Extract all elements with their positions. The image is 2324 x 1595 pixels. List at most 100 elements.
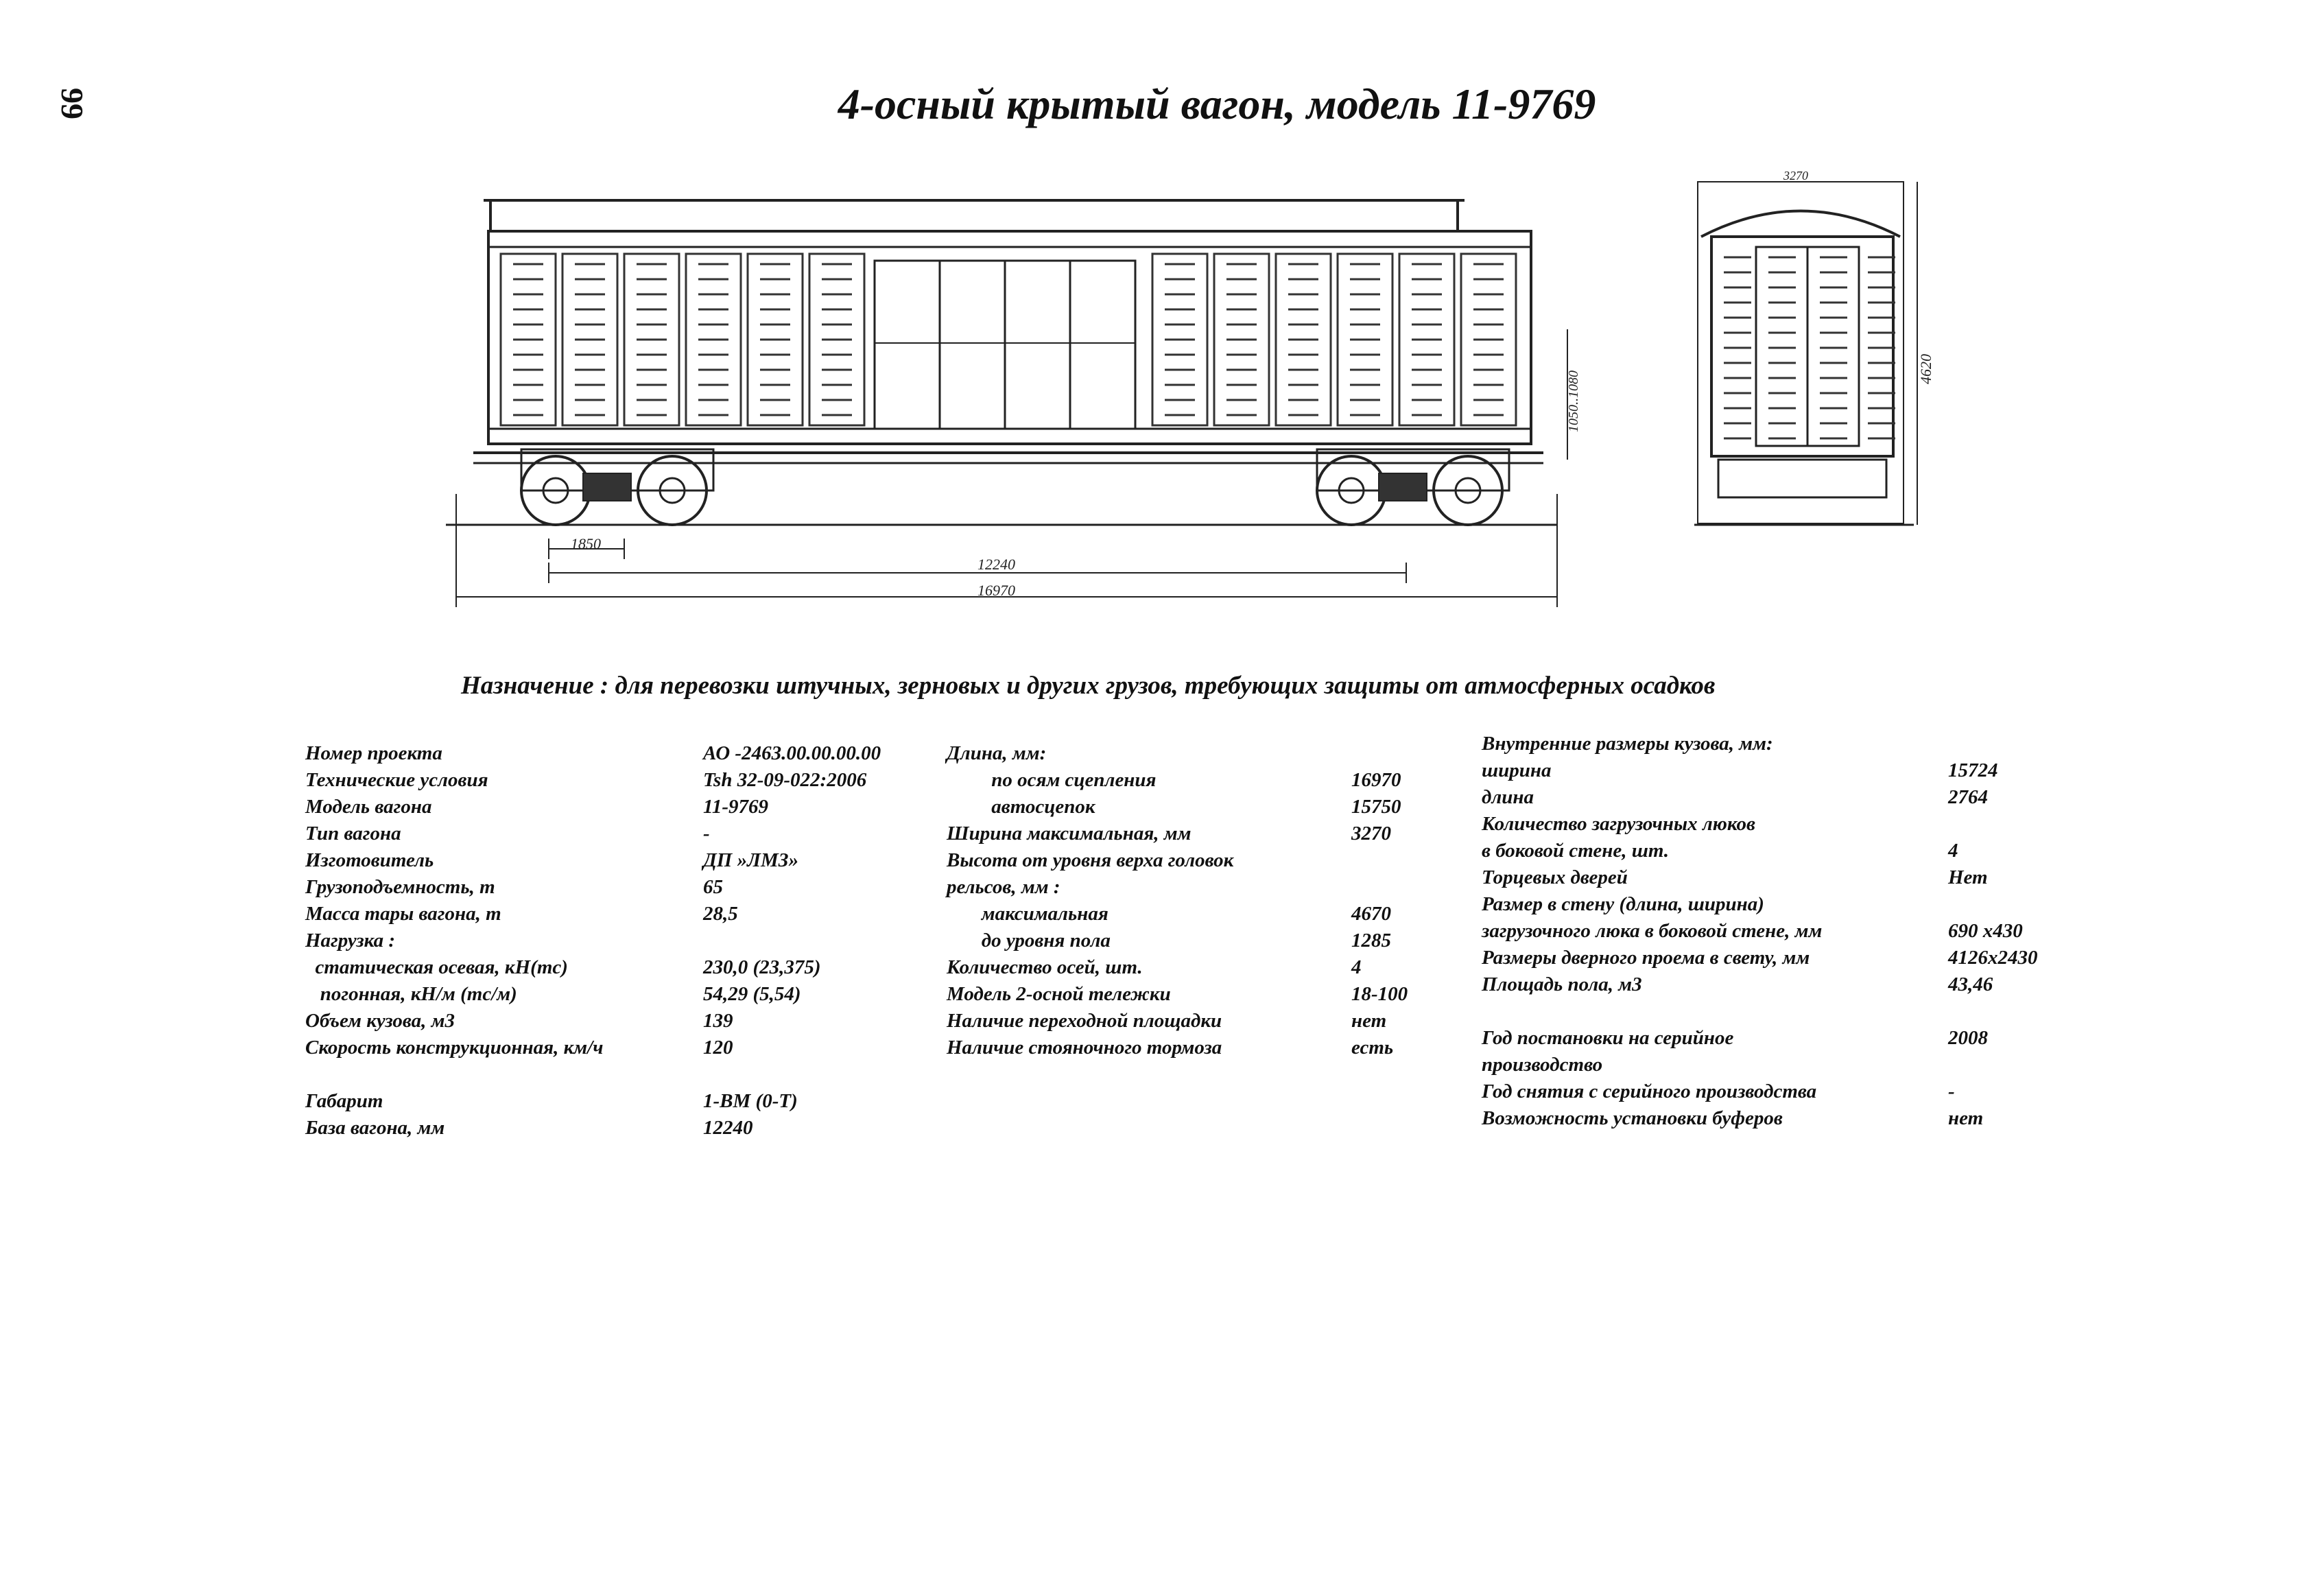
spec-row: погонная, кН/м (тс/м)54,29 (5,54)	[305, 983, 923, 1010]
spec-value: 28,5	[703, 903, 738, 925]
spec-label: статическая осевая, кН(тс)	[305, 956, 568, 978]
spec-row: Возможность установки буферов нет	[1482, 1107, 2099, 1134]
side-panel	[561, 252, 619, 427]
end-view-slats	[1724, 256, 1895, 440]
spec-value: 15750	[1351, 796, 1401, 818]
page-title: 4-осный крытый вагон, модель 11-9769	[838, 80, 1596, 128]
spec-label: Размеры дверного проема в свету, мм	[1482, 947, 1810, 969]
side-panel	[1274, 252, 1332, 427]
spec-label: Технические условия	[305, 769, 488, 791]
spec-label: по осям сцепления	[947, 769, 1157, 791]
spec-row: Внутренние размеры кузова, мм:	[1482, 733, 2099, 759]
spec-row: Объем кузова, м3 139	[305, 1010, 923, 1037]
spec-value: 2008	[1948, 1027, 1988, 1049]
spec-value: 690 х430	[1948, 920, 2023, 942]
side-panel	[1151, 252, 1209, 427]
spec-value: 16970	[1351, 769, 1401, 791]
spec-value: 65	[703, 876, 723, 898]
spec-label: Грузоподъемность, т	[305, 876, 495, 898]
spec-value: 12240	[703, 1117, 753, 1139]
spec-row: Модель вагона 11-9769	[305, 796, 923, 823]
side-panel	[1336, 252, 1394, 427]
spec-label: Габарит	[305, 1090, 383, 1112]
spec-label: Изготовитель	[305, 849, 434, 871]
spec-value: 18-100	[1351, 983, 1408, 1005]
spec-label: Год постановки на серийное	[1482, 1027, 1734, 1049]
spec-label: максимальная	[947, 903, 1108, 925]
spec-value: Нет	[1948, 866, 1988, 888]
end-view	[1694, 181, 1918, 526]
spec-row: Длина, мм:	[947, 742, 1468, 769]
side-view-panels	[499, 252, 1517, 427]
spec-value: 43,46	[1948, 973, 1993, 995]
spec-row: Наличие стояночного тормоза есть	[947, 1037, 1468, 1063]
side-panel	[1213, 252, 1270, 427]
spec-value: -	[1948, 1080, 1955, 1102]
spec-row: Технические условия Tsh 32-09-022:2006	[305, 769, 923, 796]
spec-row: Модель 2-осной тележки 18-100	[947, 983, 1468, 1010]
spec-label: Объем кузова, м3	[305, 1010, 455, 1032]
spec-label: Скорость конструкционная, км/ч	[305, 1037, 604, 1059]
spec-label: рельсов, мм :	[947, 876, 1060, 898]
spec-value: 230,0 (23,375)	[703, 956, 821, 978]
spec-value: 139	[703, 1010, 733, 1032]
dim-height: 4620	[1917, 354, 1934, 384]
spec-row: База вагона, мм 12240	[305, 1117, 923, 1144]
spec-value: -	[703, 823, 710, 844]
spec-row: автосцепок 15750	[947, 796, 1468, 823]
spec-label: в боковой стене, шт.	[1482, 840, 1670, 862]
spec-row: Наличие переходной площадки нет	[947, 1010, 1468, 1037]
spec-row: Изготовитель ДП »ЛМЗ»	[305, 849, 923, 876]
spec-label: Модель 2-осной тележки	[947, 983, 1171, 1005]
spec-row: Высота от уровня верха головок	[947, 849, 1468, 876]
spec-row: Размер в стену (длина, ширина)	[1482, 893, 2099, 920]
spec-label: Размер в стену (длина, ширина)	[1482, 893, 1764, 915]
dim-bogie-offset: 1850	[571, 535, 601, 552]
spec-value: нет	[1948, 1107, 1984, 1129]
spec-value: 1285	[1351, 930, 1391, 952]
spec-value: 11-9769	[703, 796, 769, 818]
spec-row: Количество загрузочных люков	[1482, 813, 2099, 840]
spec-row: в боковой стене, шт.4	[1482, 840, 2099, 866]
spec-label: Внутренние размеры кузова, мм:	[1482, 733, 1773, 755]
spec-label: Длина, мм:	[947, 742, 1047, 764]
spec-label: База вагона, мм	[305, 1117, 445, 1139]
spec-row	[305, 1063, 923, 1090]
wagon-drawing: 1850 12240 16970 1050..1080 4620 3270	[446, 169, 1934, 607]
side-view	[446, 199, 1568, 607]
side-panel	[1398, 252, 1456, 427]
spec-label: автосцепок	[947, 796, 1095, 818]
spec-value: ДП »ЛМЗ»	[703, 849, 799, 871]
spec-label: Возможность установки буферов	[1482, 1107, 1783, 1129]
side-panel	[1460, 252, 1517, 427]
spec-row: статическая осевая, кН(тс) 230,0 (23,375)	[305, 956, 923, 983]
spec-value: нет	[1351, 1010, 1387, 1032]
spec-label: Наличие стояночного тормоза	[947, 1037, 1222, 1059]
dim-base: 12240	[977, 556, 1015, 573]
spec-label: погонная, кН/м (тс/м)	[305, 983, 517, 1005]
spec-row: производство	[1482, 1054, 2099, 1080]
spec-label: Ширина максимальная, мм	[947, 823, 1191, 844]
spec-label: ширина	[1482, 759, 1552, 781]
spec-row: Габарит 1-ВМ (0-Т)	[305, 1090, 923, 1117]
spec-label: Наличие переходной площадки	[947, 1010, 1222, 1032]
spec-column-2: Длина, мм: по осям сцепления 16970 автосц…	[947, 742, 1468, 1063]
spec-value: есть	[1351, 1037, 1394, 1059]
purpose-line: Назначение : для перевозки штучных, зерн…	[461, 672, 1716, 700]
spec-value: Tsh 32-09-022:2006	[703, 769, 867, 791]
spec-value: 1-ВМ (0-Т)	[703, 1090, 798, 1112]
spec-label: длина	[1482, 786, 1534, 808]
spec-row: Год постановки на серийное 2008	[1482, 1027, 2099, 1054]
spec-label: Модель вагона	[305, 796, 432, 818]
